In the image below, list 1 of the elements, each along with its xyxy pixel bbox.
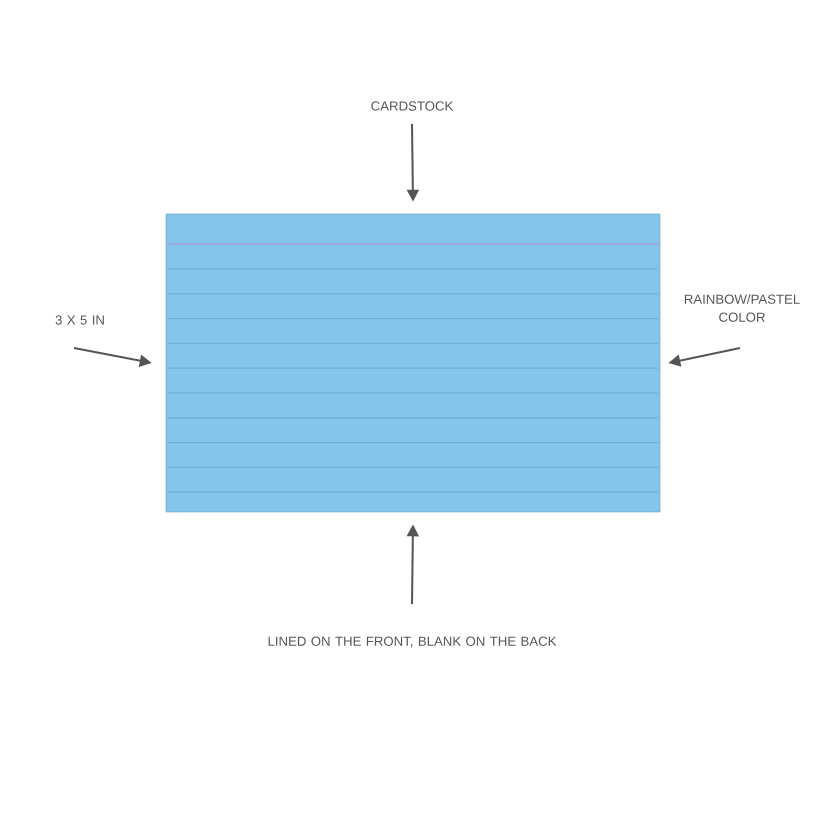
index-card bbox=[165, 213, 661, 513]
